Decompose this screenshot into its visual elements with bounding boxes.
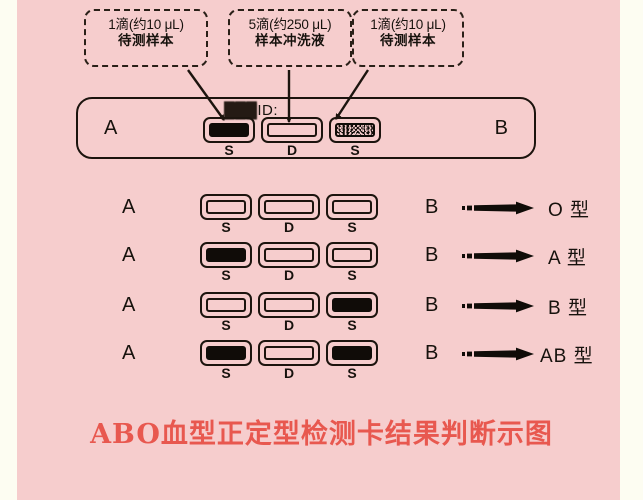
callout-line1: 1滴(约10 μL) xyxy=(108,17,184,32)
row-wells-strip: S D S xyxy=(200,340,378,381)
card-wells-strip: S D S xyxy=(203,117,381,158)
card-id-text: ID: xyxy=(257,102,279,119)
result-arrow-icon xyxy=(462,347,534,361)
row-well-s2-label: S xyxy=(347,219,357,235)
row-well-s2-fill xyxy=(332,248,372,262)
row-well-d[interactable]: D xyxy=(258,194,320,235)
row-well-s1[interactable]: S xyxy=(200,340,252,381)
row-well-d[interactable]: D xyxy=(258,340,320,381)
card-well-s1-fill xyxy=(209,123,249,137)
row-well-s1[interactable]: S xyxy=(200,242,252,283)
callout-line1: 5滴(约250 μL) xyxy=(248,17,332,32)
result-type-label: AB 型 xyxy=(540,346,594,367)
row-well-s2-fill xyxy=(332,200,372,214)
card-well-s2-fill xyxy=(335,123,375,137)
card-well-d[interactable]: D xyxy=(261,117,323,158)
row-well-s2[interactable]: S xyxy=(326,292,378,333)
row-well-s2-label: S xyxy=(347,317,357,333)
row-left-letter: A xyxy=(122,244,136,266)
row-well-d-fill xyxy=(264,298,314,312)
row-wells-strip: S D S xyxy=(200,194,378,235)
callout-line2: 待测样本 xyxy=(380,33,436,49)
row-well-s2-label: S xyxy=(347,267,357,283)
result-row-a: A S D S B A 型 xyxy=(0,238,643,284)
row-well-s2[interactable]: S xyxy=(326,242,378,283)
row-wells-strip: S D S xyxy=(200,292,378,333)
result-row-o: A S D S B O 型 xyxy=(0,190,643,236)
row-well-s2[interactable]: S xyxy=(326,194,378,235)
row-well-s2-label: S xyxy=(347,365,357,381)
row-left-letter: A xyxy=(122,196,136,218)
result-arrow-icon xyxy=(462,299,534,313)
row-well-s2-fill xyxy=(332,298,372,312)
row-right-letter: B xyxy=(425,244,439,266)
row-well-d-label: D xyxy=(283,219,295,235)
figure-caption: ABO血型正定型检测卡结果判断示图 xyxy=(90,419,553,450)
row-well-d-label: D xyxy=(283,267,295,283)
callout-wash-middle: 5滴(约250 μL) 样本冲洗液 xyxy=(228,9,352,67)
row-wells-strip: S D S xyxy=(200,242,378,283)
row-well-s1-fill xyxy=(206,346,246,360)
result-type-label: B 型 xyxy=(548,298,588,319)
card-well-s2[interactable]: S xyxy=(329,117,381,158)
result-arrow-icon xyxy=(462,201,534,215)
callout-line2: 待测样本 xyxy=(118,33,174,49)
row-well-s1-fill xyxy=(206,298,246,312)
row-well-s2[interactable]: S xyxy=(326,340,378,381)
row-well-s1-label: S xyxy=(221,365,231,381)
row-right-letter: B xyxy=(425,196,439,218)
result-row-ab: A S D S B AB 型 xyxy=(0,336,643,382)
result-arrow-icon xyxy=(462,249,534,263)
row-well-d-label: D xyxy=(283,365,295,381)
row-well-d-fill xyxy=(264,346,314,360)
result-type-label: A 型 xyxy=(548,248,587,269)
callout-sample-left: 1滴(约10 μL) 待测样本 xyxy=(84,9,208,67)
callout-line1: 1滴(约10 μL) xyxy=(370,17,446,32)
callout-sample-right: 1滴(约10 μL) 待测样本 xyxy=(352,9,464,67)
row-well-d-fill xyxy=(264,248,314,262)
result-row-b: A S D S B B 型 xyxy=(0,288,643,334)
card-left-letter: A xyxy=(104,117,118,139)
row-left-letter: A xyxy=(122,294,136,316)
specimen-card: ███ID: A B S D S xyxy=(76,97,536,159)
row-well-s1[interactable]: S xyxy=(200,194,252,235)
callout-line2: 样本冲洗液 xyxy=(255,33,325,49)
row-well-s1-label: S xyxy=(221,317,231,333)
row-well-d-fill xyxy=(264,200,314,214)
row-well-s1-label: S xyxy=(221,267,231,283)
row-well-s2-fill xyxy=(332,346,372,360)
card-well-s1-label: S xyxy=(224,142,234,158)
card-well-s2-label: S xyxy=(350,142,360,158)
card-id-label: ███ID: xyxy=(224,102,278,119)
row-well-d-label: D xyxy=(283,317,295,333)
card-id-redacted: ███ xyxy=(224,102,258,119)
row-right-letter: B xyxy=(425,294,439,316)
row-well-s1-fill xyxy=(206,200,246,214)
row-well-s1-label: S xyxy=(221,219,231,235)
card-right-letter: B xyxy=(494,117,508,139)
result-type-label: O 型 xyxy=(548,200,591,221)
row-well-s1[interactable]: S xyxy=(200,292,252,333)
row-well-s1-fill xyxy=(206,248,246,262)
row-left-letter: A xyxy=(122,342,136,364)
card-well-s1[interactable]: S xyxy=(203,117,255,158)
row-well-d[interactable]: D xyxy=(258,292,320,333)
row-right-letter: B xyxy=(425,342,439,364)
card-well-d-fill xyxy=(267,123,317,137)
card-well-d-label: D xyxy=(286,142,298,158)
row-well-d[interactable]: D xyxy=(258,242,320,283)
